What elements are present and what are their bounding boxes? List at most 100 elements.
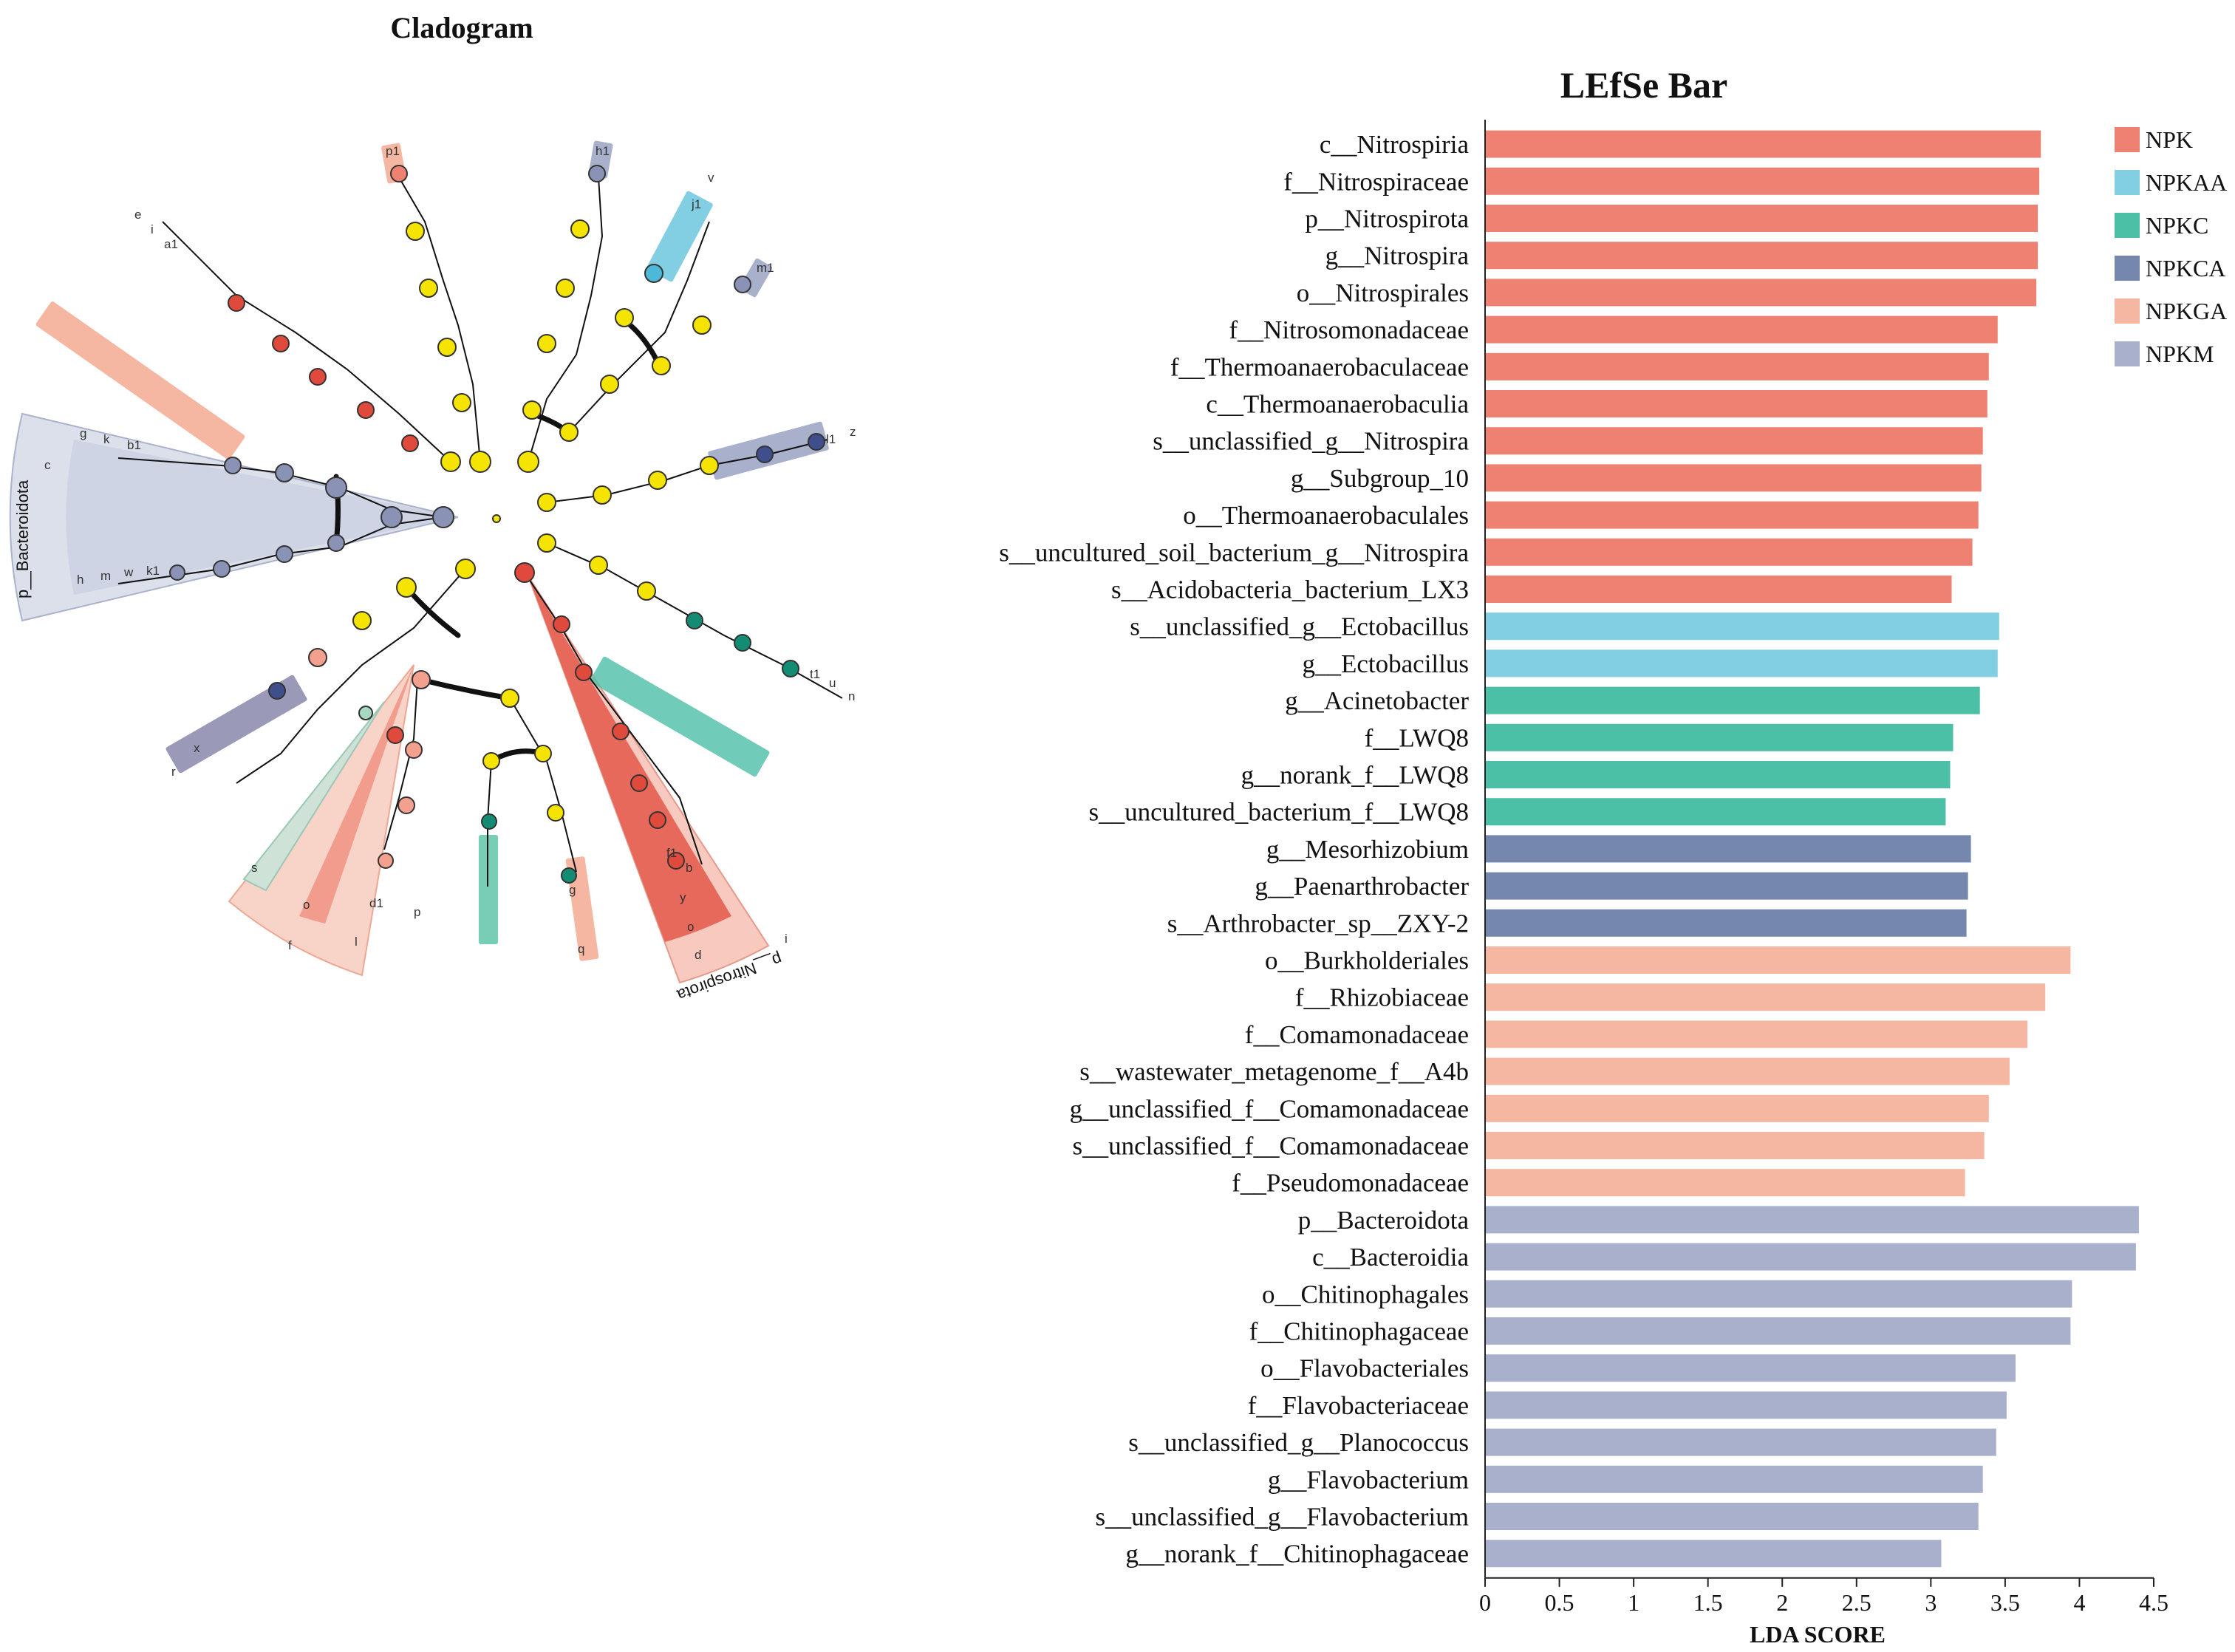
cladogram-nodes <box>169 165 825 884</box>
node-n1 <box>481 813 497 830</box>
branch-3 <box>568 221 710 433</box>
bar-label: c__Bacteroidia <box>1312 1243 1469 1272</box>
bar-29 <box>1485 1206 2139 1234</box>
node-q1 <box>561 867 577 884</box>
x-tick-label: 2.5 <box>1842 1589 1871 1616</box>
node-letter: f1 <box>666 846 677 860</box>
label-bar-n <box>590 656 770 777</box>
node-bac-6 <box>276 545 293 563</box>
node-y19 <box>700 456 719 475</box>
branch-1 <box>398 177 481 463</box>
node-e5 <box>228 294 245 312</box>
bar-label: g__Flavobacterium <box>1268 1465 1469 1494</box>
npkc-sector <box>242 701 385 892</box>
node-y15 <box>692 315 712 335</box>
node-y13 <box>615 308 634 327</box>
node-letter: l <box>355 935 358 949</box>
node-y14 <box>652 356 671 375</box>
branch-2 <box>528 177 604 463</box>
bar-label: f__Chitinophagaceae <box>1249 1317 1469 1346</box>
bar-label: s__uncultured_bacterium_f__LWQ8 <box>1089 798 1469 827</box>
node-letter: s <box>251 861 258 875</box>
node-bac-7 <box>213 560 231 578</box>
node-y4 <box>419 279 438 298</box>
bar-0 <box>1485 130 2041 158</box>
node-letter: b1 <box>127 438 141 452</box>
node-c1 <box>686 612 703 629</box>
bar-11 <box>1485 538 1973 566</box>
node-letter: k1 <box>146 564 160 578</box>
node-letter: a1 <box>164 237 178 251</box>
node-e4 <box>272 335 290 352</box>
bar-30 <box>1485 1243 2136 1271</box>
bar-1 <box>1485 167 2040 195</box>
node-e1 <box>401 434 419 452</box>
node-root <box>492 514 501 523</box>
cladogram-title: Cladogram <box>390 11 533 44</box>
node-letter: t1 <box>810 667 820 681</box>
branch-11 <box>509 697 577 873</box>
node-y28 <box>534 745 552 762</box>
bar-13 <box>1485 612 1999 641</box>
bar-36 <box>1485 1465 1983 1493</box>
node-letter: v <box>708 171 714 185</box>
bar-9 <box>1485 464 1982 492</box>
node-y10 <box>570 219 590 239</box>
node-d1 <box>386 726 404 744</box>
node-y2 <box>452 393 471 412</box>
legend-label: NPK <box>2146 126 2193 153</box>
bar-17 <box>1485 761 1951 788</box>
bar-label: s__unclassified_g__Flavobacterium <box>1096 1503 1469 1532</box>
x-tick-label: 3 <box>1925 1589 1937 1616</box>
node-letter: i <box>785 932 788 946</box>
node-x1 <box>268 682 286 700</box>
bar-25 <box>1485 1057 2010 1085</box>
npkga-sector <box>228 664 414 977</box>
node-bac-1 <box>381 506 403 528</box>
bar-label: o__Flavobacteriales <box>1260 1354 1469 1383</box>
node-y3 <box>437 338 457 357</box>
bar-32 <box>1485 1317 2071 1345</box>
node-letter: h1 <box>596 144 610 158</box>
bar-label: s__unclassified_g__Nitrospira <box>1153 427 1469 456</box>
bar-34 <box>1485 1391 2007 1419</box>
legend-swatch-npk <box>2115 127 2140 152</box>
node-r6 <box>649 811 666 829</box>
node-g1 <box>308 648 327 667</box>
bar-label: g__norank_f__Chitinophagaceae <box>1125 1540 1469 1569</box>
branch-8 <box>162 221 451 463</box>
bar-label: o__Nitrospirales <box>1297 279 1469 307</box>
node-letter: w <box>123 565 134 579</box>
node-y27 <box>482 752 500 770</box>
bar-35 <box>1485 1428 1996 1456</box>
node-bac-8 <box>169 564 185 581</box>
node-y16 <box>537 493 556 512</box>
node-letter: m <box>100 569 111 583</box>
bar-14 <box>1485 649 1998 677</box>
x-tick-label: 4.5 <box>2139 1589 2169 1616</box>
bar-label: g__Acinetobacter <box>1285 686 1469 715</box>
legend-label: NPKAA <box>2146 169 2227 196</box>
node-letter: h <box>77 573 83 587</box>
bar-38 <box>1485 1540 1942 1568</box>
node-y23 <box>455 559 476 579</box>
bar-label: f__Comamonadaceae <box>1245 1020 1469 1049</box>
node-z2 <box>808 433 825 451</box>
node-bac-5 <box>327 534 345 552</box>
bar-22 <box>1485 946 2071 974</box>
label-bar-b <box>565 856 599 961</box>
label-bar-e-branch <box>35 301 245 460</box>
node-bac-4 <box>224 457 242 474</box>
bacteroidota-inner-sector <box>66 440 458 595</box>
bar-33 <box>1485 1354 2016 1382</box>
bar-label: p__Nitrospirota <box>1305 205 1469 233</box>
node-letter: l1 <box>826 432 836 446</box>
bar-label: f__LWQ8 <box>1365 723 1469 752</box>
node-letter: i <box>151 222 154 236</box>
node-y22 <box>637 581 656 601</box>
bar-16 <box>1485 723 1954 751</box>
x-tick-label: 3.5 <box>1990 1589 2020 1616</box>
branch-13 <box>383 679 418 850</box>
